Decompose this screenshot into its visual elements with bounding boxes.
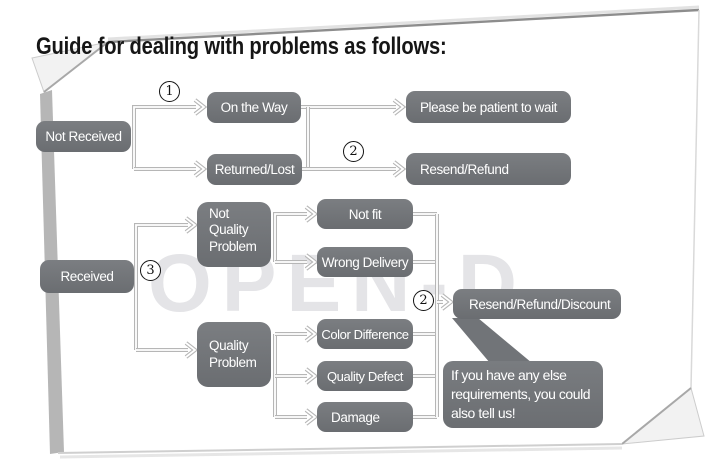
page-title: Guide for dealing with problems as follo… [36,33,447,60]
note-text: If you have any else requirements, you c… [451,367,591,421]
node-resend-refund: Resend/Refund [406,153,571,185]
arrow-icon [304,367,319,385]
arrow-icon [193,98,208,116]
node-not-received: Not Received [36,121,131,152]
arrow-icon [184,216,199,234]
node-label: Resend/Refund/Discount [469,296,611,312]
node-label: Not Quality Problem [209,206,257,254]
node-label: Please be patient to wait [419,99,558,115]
node-label: Wrong Delivery [321,254,409,270]
arrow-icon [392,98,407,116]
badge-label: 1 [165,84,174,99]
node-quality-defect: Quality Defect [317,361,413,391]
badge-label: 2 [419,293,428,308]
arrow-icon [304,325,319,343]
node-label: Returned/Lost [214,162,295,177]
node-label: Damage [331,409,380,425]
node-label: Not Received [45,129,122,144]
note-bubble: If you have any else requirements, you c… [443,361,603,428]
arrow-icon [184,341,199,359]
step-badge-1: 1 [159,81,180,102]
node-color-difference: Color Difference [317,319,413,349]
badge-label: 3 [146,263,155,278]
node-quality-problem: Quality Problem [197,322,271,387]
page-fold-bottom-right-icon [620,387,705,445]
step-badge-2b: 2 [413,290,434,311]
node-label: Resend/Refund [420,161,509,177]
node-label: Quality Problem [209,338,257,370]
node-damage: Damage [317,402,413,432]
node-resend-refund-discount: Resend/Refund/Discount [453,289,621,319]
node-label: Color Difference [321,326,409,342]
badge-label: 2 [349,144,358,159]
node-returned-lost: Returned/Lost [207,154,302,185]
arrow-icon [392,160,407,178]
node-received: Received [40,260,134,293]
node-label: Received [60,269,114,284]
node-please-be-patient: Please be patient to wait [406,91,571,123]
node-label: Not fit [348,206,382,222]
arrow-icon [193,160,208,178]
node-label: On the Way [220,100,288,115]
arrow-icon [304,408,319,426]
node-label: Quality Defect [326,368,404,384]
step-badge-3: 3 [140,260,161,281]
node-not-quality-problem: Not Quality Problem [197,202,271,267]
arrow-icon [304,205,319,223]
node-on-the-way: On the Way [207,92,301,123]
node-not-fit: Not fit [317,199,413,229]
node-wrong-delivery: Wrong Delivery [317,247,413,277]
step-badge-2: 2 [343,141,364,162]
